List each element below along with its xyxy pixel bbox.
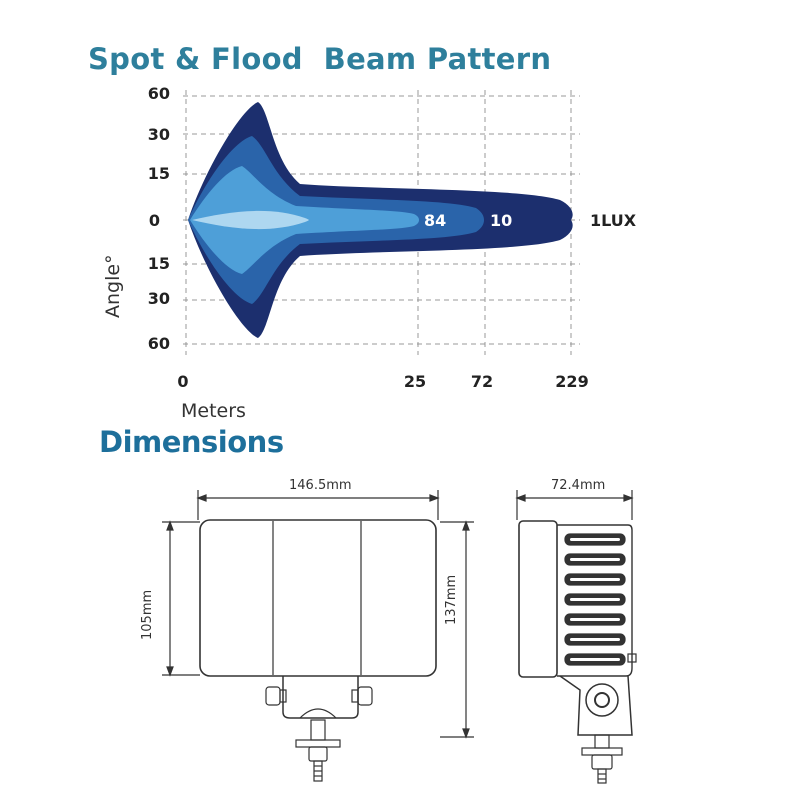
angle-tick-15-top: 15 xyxy=(147,164,170,183)
side-housing-body xyxy=(557,524,633,677)
angle-tick-30-top: 30 xyxy=(147,125,170,144)
angle-tick-30-bottom: 30 xyxy=(147,289,170,308)
angle-tick-0: 0 xyxy=(148,211,160,230)
distance-axis-title: Meters xyxy=(181,400,246,422)
distance-tick-72: 72 xyxy=(470,372,494,391)
angle-tick-60-top: 60 xyxy=(147,84,170,103)
lux-label-10: 10 xyxy=(490,211,513,230)
angle-tick-60-bottom: 60 xyxy=(147,334,170,353)
front-height-label: 105mm xyxy=(140,589,155,640)
beam-pattern-diagram xyxy=(183,90,580,355)
front-left-bolt xyxy=(265,686,281,706)
front-lens-housing xyxy=(199,519,437,677)
side-housing-front xyxy=(518,520,558,678)
side-mount-washer xyxy=(581,747,623,756)
distance-tick-0: 0 xyxy=(177,372,189,391)
side-mount-bracket xyxy=(559,675,633,736)
angle-tick-15-bottom: 15 xyxy=(147,254,170,273)
distance-tick-229: 229 xyxy=(555,372,589,391)
front-width-label: 146.5mm xyxy=(289,478,352,493)
side-view xyxy=(515,490,637,784)
beam-core xyxy=(192,210,309,230)
beam-pattern-title: Spot & Flood Beam Pattern xyxy=(88,42,552,76)
lux-label-84: 84 xyxy=(424,211,447,230)
dimensions-title: Dimensions xyxy=(99,425,284,459)
side-mount-knob xyxy=(585,683,619,717)
front-view xyxy=(162,490,474,782)
front-right-bolt xyxy=(357,686,373,706)
overall-height-label: 137mm xyxy=(444,574,459,625)
side-depth-label: 72.4mm xyxy=(551,478,606,493)
lux-label-1lux: 1LUX xyxy=(590,211,637,230)
front-mount-washer xyxy=(295,739,341,748)
distance-tick-25: 25 xyxy=(403,372,427,391)
front-mount-bracket xyxy=(282,676,359,719)
